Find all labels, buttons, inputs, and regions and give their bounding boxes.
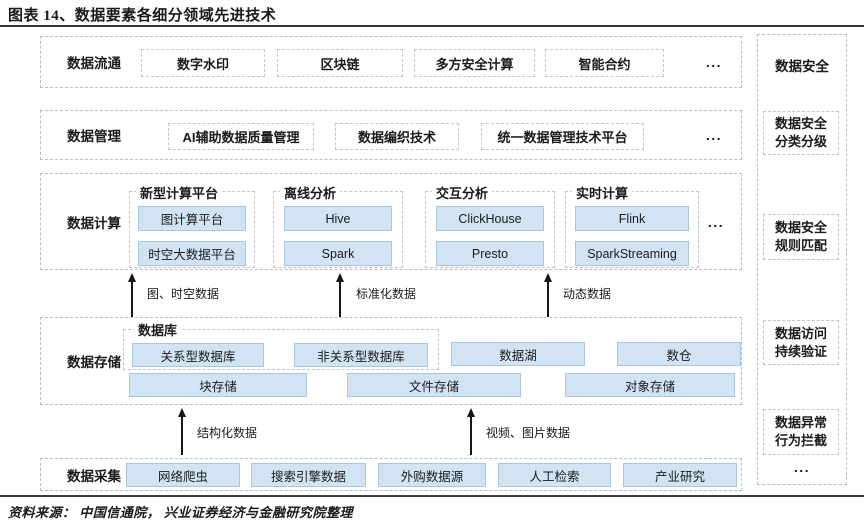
- tech-box-spark: Spark: [284, 241, 392, 266]
- tech-box-object-storage: 对象存储: [565, 373, 735, 397]
- compute-group-title: 实时计算: [572, 183, 633, 202]
- tech-box-spatiotemporal: 时空大数据平台: [138, 241, 246, 266]
- ellipsis: ...: [705, 127, 723, 143]
- figure-title: 图表 14、数据要素各细分领域先进技术: [8, 8, 277, 24]
- arrow-label: 图、时空数据: [147, 287, 220, 301]
- tech-box-ai-quality: AI辅助数据质量管理: [168, 123, 314, 150]
- ellipsis: ...: [793, 459, 811, 475]
- compute-group-interactive: 交互分析 ClickHouse Presto: [425, 183, 555, 268]
- storage-group-database: 数据库 关系型数据库 非关系型数据库: [123, 320, 439, 370]
- row-data-storage: 数据存储 数据库 关系型数据库 非关系型数据库 数据湖 数仓 块存储 文件存储 …: [40, 317, 742, 405]
- up-arrow: [467, 408, 475, 455]
- tech-box-hive: Hive: [284, 206, 392, 231]
- tech-box-flink: Flink: [575, 206, 689, 231]
- bottom-rule: [0, 495, 864, 497]
- security-item-classification: 数据安全 分类分级: [763, 111, 839, 155]
- tech-box-search-engine-data: 搜索引擎数据: [251, 463, 366, 487]
- tech-box-purchased-data: 外购数据源: [378, 463, 486, 487]
- compute-group-title: 离线分析: [280, 183, 341, 202]
- up-arrow: [544, 273, 552, 317]
- row-label-computing: 数据计算: [67, 215, 121, 231]
- security-header: 数据安全: [775, 59, 829, 74]
- tech-box-digital-watermark: 数字水印: [141, 49, 265, 77]
- row-data-circulation: 数据流通 数字水印 区块链 多方安全计算 智能合约 ...: [40, 36, 742, 88]
- tech-box-graph-compute: 图计算平台: [138, 206, 246, 231]
- compute-group-realtime: 实时计算 Flink SparkStreaming: [565, 183, 699, 268]
- security-column: 数据安全 数据安全 分类分级 数据安全 规则匹配 数据访问 持续验证 数据异常 …: [757, 34, 847, 485]
- tech-box-industry-research: 产业研究: [623, 463, 737, 487]
- tech-box-unified-platform: 统一数据管理技术平台: [481, 123, 644, 150]
- arrow-label: 动态数据: [563, 287, 612, 301]
- tech-box-data-warehouse: 数仓: [617, 342, 741, 366]
- ellipsis: ...: [705, 54, 723, 70]
- up-arrow: [336, 273, 344, 317]
- compute-group-new-platform: 新型计算平台 图计算平台 时空大数据平台: [129, 183, 255, 268]
- ellipsis: ...: [707, 213, 725, 230]
- row-label-management: 数据管理: [67, 129, 121, 144]
- security-item-anomaly-blocking: 数据异常 行为拦截: [763, 409, 839, 455]
- up-arrow: [128, 273, 136, 317]
- compute-group-title: 交互分析: [432, 183, 493, 202]
- tech-box-manual-retrieval: 人工检索: [498, 463, 611, 487]
- row-label-collection: 数据采集: [67, 468, 121, 484]
- row-data-collection: 数据采集 网络爬虫 搜索引擎数据 外购数据源 人工检索 产业研究: [40, 458, 742, 491]
- compute-group-title: 新型计算平台: [136, 183, 223, 202]
- tech-box-smart-contract: 智能合约: [545, 49, 664, 77]
- row-data-management: 数据管理 AI辅助数据质量管理 数据编织技术 统一数据管理技术平台 ...: [40, 110, 742, 160]
- arrow-label: 视频、图片数据: [486, 426, 571, 440]
- tech-box-mpc: 多方安全计算: [414, 49, 535, 77]
- storage-group-title: 数据库: [134, 320, 182, 339]
- source-note: 资料来源： 中国信通院， 兴业证券经济与金融研究院整理: [8, 505, 354, 520]
- tech-box-web-crawler: 网络爬虫: [126, 463, 240, 487]
- tech-box-relational-db: 关系型数据库: [132, 343, 264, 367]
- tech-box-blockchain: 区块链: [277, 49, 403, 77]
- tech-box-presto: Presto: [436, 241, 544, 266]
- tech-box-file-storage: 文件存储: [347, 373, 521, 397]
- row-data-computing: 数据计算 新型计算平台 图计算平台 时空大数据平台 离线分析 Hive Spar…: [40, 173, 742, 270]
- security-item-access-verification: 数据访问 持续验证: [763, 320, 839, 365]
- security-item-rule-matching: 数据安全 规则匹配: [763, 214, 839, 260]
- tech-box-data-fabric: 数据编织技术: [335, 123, 459, 150]
- tech-box-data-lake: 数据湖: [451, 342, 585, 366]
- arrow-label: 标准化数据: [356, 287, 417, 301]
- up-arrow: [178, 408, 186, 455]
- row-label-circulation: 数据流通: [67, 56, 121, 71]
- title-rule: [0, 25, 864, 27]
- tech-box-sparkstreaming: SparkStreaming: [575, 241, 689, 266]
- compute-group-offline: 离线分析 Hive Spark: [273, 183, 403, 268]
- tech-box-block-storage: 块存储: [129, 373, 307, 397]
- arrow-label: 结构化数据: [197, 426, 258, 440]
- row-label-storage: 数据存储: [67, 355, 121, 370]
- tech-box-clickhouse: ClickHouse: [436, 206, 544, 231]
- tech-box-nonrelational-db: 非关系型数据库: [294, 343, 428, 367]
